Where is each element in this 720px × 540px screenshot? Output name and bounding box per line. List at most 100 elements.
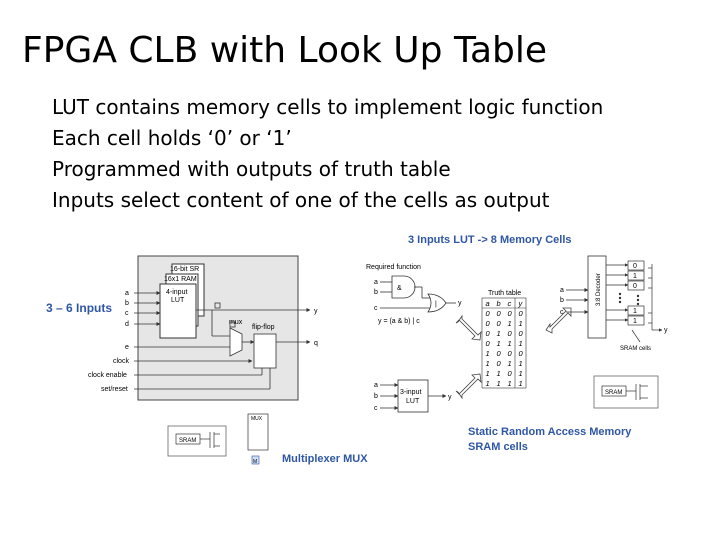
sram-label: SRAM xyxy=(179,438,196,444)
truth-table-label: Truth table xyxy=(488,290,521,297)
truth-table-cell: 1 xyxy=(497,339,501,348)
mux-box xyxy=(247,413,269,451)
truth-table-cell: 1 xyxy=(486,349,490,358)
truth-table-cell: 1 xyxy=(497,329,501,338)
memory-cell xyxy=(627,260,645,271)
truth-table-cell: 0 xyxy=(497,309,502,318)
truth-table-cell: 0 xyxy=(519,349,524,358)
slide-title: FPGA CLB with Look Up Table xyxy=(22,30,548,71)
truth-table-cell: 1 xyxy=(497,379,501,388)
memory-cell-value: 1 xyxy=(633,273,637,280)
mux-box-label: MUX xyxy=(251,416,263,422)
truth-table-cell: 1 xyxy=(486,379,490,388)
clb-mux xyxy=(229,327,243,357)
truth-table-border xyxy=(481,297,527,389)
gate-input-b: b xyxy=(374,289,378,296)
double-arrow-icon xyxy=(455,373,482,400)
decoder-input-a: a xyxy=(560,287,564,294)
truth-table-cell: 1 xyxy=(486,369,490,378)
ram-label: 16x1 RAM xyxy=(164,276,197,283)
lut-input-c: c xyxy=(374,405,378,412)
input-label-set-reset: set/reset xyxy=(101,386,128,393)
truth-table-cell: 0 xyxy=(497,349,502,358)
memory-cell xyxy=(627,280,645,291)
truth-table-cell: 0 xyxy=(497,359,502,368)
truth-table-cell: 0 xyxy=(497,319,502,328)
truth-table-cell: 0 xyxy=(486,309,491,318)
truth-table-cell: 1 xyxy=(519,369,523,378)
truth-table-cell: 1 xyxy=(519,339,523,348)
memory-cell xyxy=(627,305,645,316)
truth-table-cell: 1 xyxy=(519,319,523,328)
decoder-box xyxy=(587,255,607,339)
input-label-d: d xyxy=(125,321,129,328)
bullet-item: Programmed with outputs of truth table xyxy=(52,157,451,181)
truth-table-cell: 1 xyxy=(486,359,490,368)
lut3-diagram: 3 Inputs LUT -> 8 Memory Cells Required … xyxy=(366,234,668,453)
lut-input-a: a xyxy=(374,382,378,389)
mux-detail: SRAM MUX M Multiplexer MUX xyxy=(167,413,368,465)
truth-table-header: c xyxy=(508,299,512,308)
memory-cell-value: 1 xyxy=(633,318,637,325)
input-label-clock-enable: clock enable xyxy=(88,372,127,379)
lut-input-b: b xyxy=(374,393,378,400)
sr-label: 16-bit SR xyxy=(170,266,199,273)
decoder-input-b: b xyxy=(560,297,564,304)
bullet-item: Each cell holds ‘0’ or ‘1’ xyxy=(52,126,292,150)
truth-table-cell: 0 xyxy=(508,309,513,318)
truth-table-cell: 1 xyxy=(497,369,501,378)
memory-cell xyxy=(627,270,645,281)
flip-flop-label: flip-flop xyxy=(252,324,275,331)
truth-table-cell: 1 xyxy=(508,379,512,388)
memory-cell-value: 1 xyxy=(633,308,637,315)
memory-cell-value: 0 xyxy=(633,263,637,270)
m-box xyxy=(251,455,260,465)
or-symbol: | xyxy=(435,301,437,308)
double-arrow-icon xyxy=(455,314,482,341)
input-label-b: b xyxy=(125,300,129,307)
mux-label: mux xyxy=(229,319,243,326)
input-label-e: e xyxy=(125,344,129,351)
inputs-label: 3 – 6 Inputs xyxy=(46,301,112,315)
lut3-label-1: 3-input xyxy=(400,389,421,396)
truth-table-cell: 1 xyxy=(519,359,523,368)
sram-caption-1: Static Random Access Memory xyxy=(468,426,632,438)
input-label-a: a xyxy=(125,290,129,297)
required-function-label: Required function xyxy=(366,264,421,271)
double-arrow-icon xyxy=(545,307,572,334)
bullet-list: LUT contains memory cells to implement l… xyxy=(52,92,603,216)
equation: y = (a & b) | c xyxy=(378,318,420,325)
truth-table-header: b xyxy=(497,299,501,308)
clb-diagram: 3 – 6 Inputs 16-bit SR 16x1 RAM 4-input … xyxy=(46,255,318,401)
truth-table-cell: 0 xyxy=(486,339,491,348)
sram-caption-2: SRAM cells xyxy=(468,441,528,453)
memory-cell-value: 0 xyxy=(633,283,637,290)
gate-input-a: a xyxy=(374,279,378,286)
truth-table-cell: 1 xyxy=(508,319,512,328)
sram-cells-label: SRAM cells xyxy=(620,346,651,352)
truth-table-cell: 0 xyxy=(486,329,491,338)
decoder-label: 3:8 Decoder xyxy=(596,273,602,306)
gate-output-y: y xyxy=(458,300,462,307)
lut3-label-2: LUT xyxy=(406,398,420,405)
truth-table-cell: 0 xyxy=(508,369,513,378)
truth-table-cell: 0 xyxy=(508,329,513,338)
lut3-header: 3 Inputs LUT -> 8 Memory Cells xyxy=(408,234,572,246)
memory-cell xyxy=(627,315,645,326)
m-label: M xyxy=(253,459,257,465)
truth-table-header: a xyxy=(486,299,490,308)
decoder-input-c: c xyxy=(560,309,564,316)
sram-label: SRAM xyxy=(605,390,622,396)
truth-table-cell: 1 xyxy=(519,379,523,388)
bullet-item: LUT contains memory cells to implement l… xyxy=(52,95,604,119)
truth-table-cell: 1 xyxy=(508,339,512,348)
truth-table-cell: 1 xyxy=(508,359,512,368)
flip-flop-box xyxy=(253,333,277,369)
gate-input-c: c xyxy=(374,305,378,312)
lut-label-1: 4-input xyxy=(166,289,187,296)
bullet-item: Inputs select content of one of the cell… xyxy=(52,188,550,212)
input-label-clock: clock xyxy=(113,358,129,365)
lut3-box xyxy=(397,379,429,413)
truth-table-header: y xyxy=(518,299,524,308)
